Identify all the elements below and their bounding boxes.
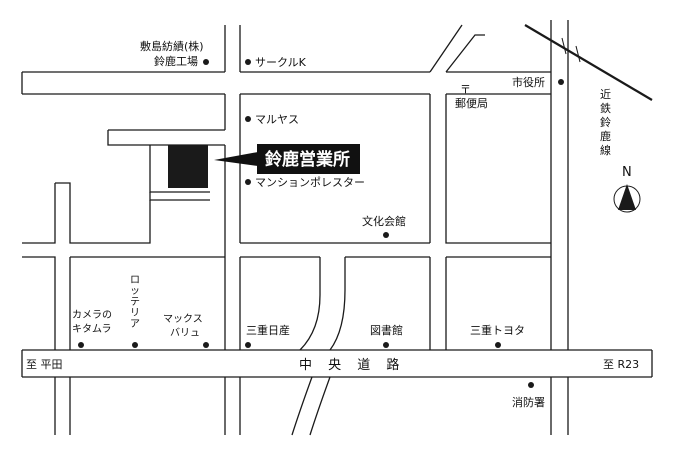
lotteria-label-char: ロ xyxy=(130,275,140,286)
road-curve-left xyxy=(299,257,321,351)
railway-line xyxy=(524,24,653,101)
road-network xyxy=(21,20,653,436)
road-left-stub-bottom xyxy=(22,256,56,350)
road-below-3a xyxy=(291,376,313,436)
max-dot xyxy=(203,342,209,348)
shikishima-label-line1: 敷島紡績(株) xyxy=(140,39,204,53)
max-label-line2: バリュ xyxy=(170,327,200,339)
railway xyxy=(524,24,653,101)
road-left-end-label: 至 平田 xyxy=(26,358,63,371)
sanjuu-nissan-label: 三重日産 xyxy=(246,323,290,337)
lotteria-label-char: ッ xyxy=(130,286,140,297)
road-left-col-b xyxy=(55,182,151,244)
office-callout-box xyxy=(257,144,360,174)
max-label-line1: マックス xyxy=(163,313,203,325)
road-curve-right xyxy=(329,257,346,351)
circlek-dot xyxy=(245,59,251,65)
maruyasu-label: マルヤス xyxy=(255,113,299,126)
office-label: 鈴鹿営業所 xyxy=(265,149,350,170)
lotteria-label-char: テ xyxy=(130,297,140,308)
cityhall-dot xyxy=(558,79,564,85)
railway-crossing-mark-a xyxy=(561,37,567,55)
post-office-label: 郵便局 xyxy=(455,97,488,110)
mansion-dot xyxy=(245,179,251,185)
library-label: 図書館 xyxy=(370,323,403,337)
road-cross-end xyxy=(107,130,150,146)
shikishima-dot xyxy=(203,59,209,65)
fire-label: 消防署 xyxy=(512,395,545,409)
camera-label-line2: キタムラ xyxy=(72,323,112,335)
office-callout-pointer xyxy=(214,152,258,166)
sanjuu-nissan-dot xyxy=(245,342,251,348)
road-left-stub-top xyxy=(22,183,56,244)
road-diagonal-left xyxy=(429,24,463,73)
north-arrow-icon xyxy=(618,184,636,210)
camera-label-line1: カメラの xyxy=(72,309,112,321)
railway-label-char-2: 鉄 xyxy=(600,101,611,115)
office-building xyxy=(168,145,208,188)
lotteria-label-char: ア xyxy=(130,319,140,330)
sanjuu-toyota-dot xyxy=(495,342,501,348)
lotteria-label-char: リ xyxy=(130,308,140,319)
railway-label: 近 鉄 鈴 鹿 線 xyxy=(600,88,611,157)
railway-label-char-1: 近 xyxy=(600,88,611,101)
mansion-label: マンションポレスター xyxy=(255,176,365,189)
sanjuu-toyota-label: 三重トヨタ xyxy=(470,323,525,337)
lot-lower xyxy=(149,192,210,201)
post-office-mark: 〒 xyxy=(460,83,471,96)
camera-dot xyxy=(78,342,84,348)
road-below-3b xyxy=(309,376,331,436)
bunka-dot xyxy=(383,232,389,238)
road-right-end-label: 至 R23 xyxy=(603,358,639,371)
main-road-label: 中 央 道 路 xyxy=(299,357,405,373)
landmarks: 敷島紡績(株) 鈴鹿工場 サークルK 〒 郵便局 市役所 マルヤス マンションポ… xyxy=(72,39,564,409)
bunka-label: 文化会館 xyxy=(362,214,406,228)
library-dot xyxy=(383,342,389,348)
fire-dot xyxy=(528,382,534,388)
maruyasu-dot xyxy=(245,116,251,122)
circlek-label: サークルK xyxy=(255,56,307,69)
lotteria-label: ロッテリア xyxy=(130,275,140,330)
railway-label-char-4: 鹿 xyxy=(600,129,611,143)
north-arrow: N xyxy=(613,165,641,213)
office-marker[interactable]: 鈴鹿営業所 xyxy=(168,144,360,188)
road-diagonal-right-top xyxy=(445,34,485,73)
shikishima-label-line2: 鈴鹿工場 xyxy=(154,54,198,68)
railway-label-char-3: 鈴 xyxy=(600,115,611,129)
lotteria-dot xyxy=(132,342,138,348)
railway-label-char-5: 線 xyxy=(600,143,611,157)
railway-crossing-mark-b xyxy=(575,45,581,63)
cityhall-label: 市役所 xyxy=(512,75,545,89)
road-labels: 至 平田 至 R23 中 央 道 路 xyxy=(26,357,639,373)
north-label: N xyxy=(622,165,632,180)
road-diagonal-right xyxy=(445,94,551,244)
